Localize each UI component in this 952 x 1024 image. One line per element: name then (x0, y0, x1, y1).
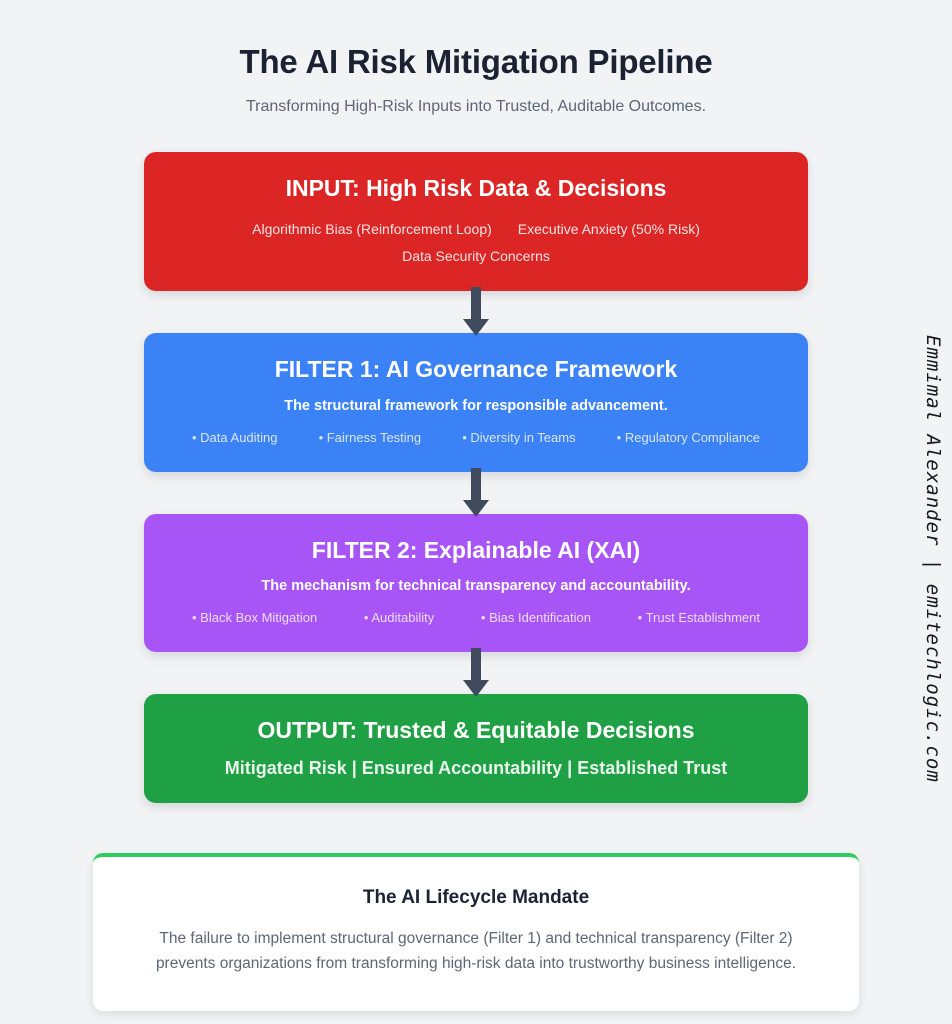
stage-filter1-bullets: • Data Auditing • Fairness Testing • Div… (170, 429, 782, 447)
arrow-filter2-to-output (144, 647, 808, 697)
input-tag: Executive Anxiety (50% Risk) (517, 221, 700, 238)
stage-filter2: FILTER 2: Explainable AI (XAI) The mecha… (144, 513, 808, 652)
watermark: Emmimal Alexander | emitechlogic.com (910, 335, 950, 783)
arrow-shaft (471, 467, 481, 502)
stage-input-title: INPUT: High Risk Data & Decisions (285, 174, 667, 201)
stage-output-title: OUTPUT: Trusted & Equitable Decisions (257, 716, 695, 743)
arrow-input-to-filter1 (144, 287, 808, 337)
filter1-bullet: • Fairness Testing (318, 430, 422, 446)
stage-filter1-title: FILTER 1: AI Governance Framework (274, 356, 678, 383)
stage-output: OUTPUT: Trusted & Equitable Decisions Mi… (144, 693, 808, 803)
page-title: The AI Risk Mitigation Pipeline (239, 43, 713, 80)
filter2-bullet: • Auditability (363, 610, 435, 626)
mandate-body: The failure to implement structural gove… (155, 929, 797, 973)
input-tag: Data Security Concerns (402, 248, 550, 265)
watermark-text: Emmimal Alexander | emitechlogic.com (922, 335, 944, 783)
stage-output-tagline: Mitigated Risk | Ensured Accountability … (224, 757, 728, 778)
page-subtitle: Transforming High-Risk Inputs into Trust… (245, 97, 707, 115)
arrow-shaft (471, 647, 481, 682)
arrow-down-icon (463, 499, 489, 517)
input-tag: Algorithmic Bias (Reinforcement Loop) (252, 221, 492, 238)
stage-input-tags: Algorithmic Bias (Reinforcement Loop) Ex… (170, 219, 782, 267)
page-header: The AI Risk Mitigation Pipeline Transfor… (0, 0, 952, 116)
stage-input: INPUT: High Risk Data & Decisions Algori… (144, 151, 808, 292)
stage-filter2-tagline: The mechanism for technical transparency… (261, 578, 691, 595)
filter2-bullet: • Black Box Mitigation (192, 610, 318, 626)
stage-filter1: FILTER 1: AI Governance Framework The st… (144, 333, 808, 472)
pipeline-flow: INPUT: High Risk Data & Decisions Algori… (144, 151, 808, 803)
stage-filter1-tagline: The structural framework for responsible… (284, 398, 668, 415)
mandate-card: The AI Lifecycle Mandate The failure to … (93, 852, 859, 1011)
filter1-bullet: • Diversity in Teams (462, 430, 576, 446)
stage-filter2-bullets: • Black Box Mitigation • Auditability • … (170, 609, 782, 627)
stage-filter2-title: FILTER 2: Explainable AI (XAI) (311, 536, 641, 563)
arrow-filter1-to-filter2 (144, 467, 808, 517)
filter1-bullet: • Regulatory Compliance (616, 430, 760, 446)
mandate-title: The AI Lifecycle Mandate (362, 886, 590, 908)
arrow-shaft (471, 287, 481, 322)
filter2-bullet: • Bias Identification (480, 610, 591, 626)
arrow-down-icon (463, 679, 489, 697)
filter1-bullet: • Data Auditing (192, 430, 278, 446)
arrow-down-icon (463, 319, 489, 337)
filter2-bullet: • Trust Establishment (637, 610, 760, 626)
